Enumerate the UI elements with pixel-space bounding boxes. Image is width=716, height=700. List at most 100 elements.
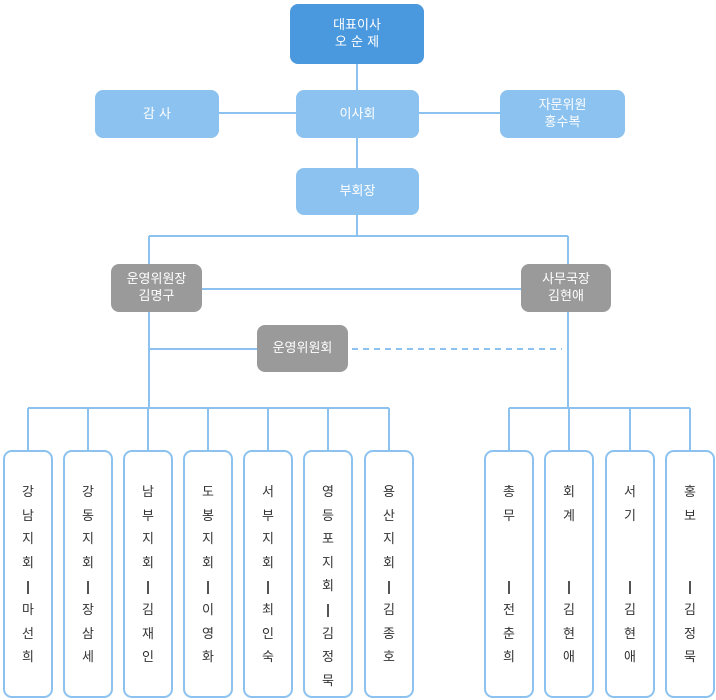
branch-unit-char: 회 [82,555,94,571]
branch-unit-char: 회 [383,555,395,571]
office-unit-char: 보 [684,508,696,524]
branch-name-char: 마 [22,602,34,618]
branch-divider [388,580,390,594]
branch-unit-char: 지 [82,532,94,548]
branch-unit-char: 지 [322,555,334,571]
branch-name-char: 화 [202,650,214,666]
ceo-title: 대표이사 [333,18,381,33]
secretary-general-box: 사무국장 김현애 [521,264,611,312]
branch-unit-char: 회 [262,555,274,571]
office-name-char: 김 [684,602,696,618]
office-name-char: 김 [563,602,575,618]
branch-name-char: 인 [262,626,274,642]
branch-unit-char: 회 [142,555,154,571]
secretary-general-title: 사무국장 [542,272,590,287]
branch-name-char: 희 [22,650,34,666]
branch-unit-char: 남 [142,485,154,500]
office-unit-char: 기 [624,508,636,524]
office-unit-char: 회 [563,485,575,500]
branch-name-char: 최 [262,602,274,618]
branch-unit-char: 도 [202,485,214,500]
ops-chair-box: 운영위원장 김명구 [111,264,202,312]
branch-unit-char: 봉 [202,508,214,524]
branch-name-char: 세 [82,650,94,666]
branch-divider [327,604,329,618]
office-name-char: 춘 [503,626,515,642]
branch-divider [267,580,269,594]
branch-unit-char: 포 [322,532,334,548]
branch-name-char: 재 [142,626,154,642]
branch-name-char: 선 [22,626,34,642]
office-unit-char: 홍 [684,485,696,500]
branch-unit-char: 강 [82,485,94,500]
office-divider [568,580,570,594]
branch-unit-char: 서 [262,485,274,500]
office-name-char: 현 [563,626,575,642]
office-name-char: 애 [563,650,575,666]
branch-unit-char: 지 [202,532,214,548]
branch-unit-char: 지 [262,532,274,548]
office-divider [508,580,510,594]
ceo-box: 대표이사 오 순 제 [290,4,424,64]
branch-name-char: 인 [142,650,154,666]
branch-unit-char: 등 [322,508,334,524]
board-box: 이사회 [296,90,419,138]
office-unit-char: 무 [503,508,515,524]
office-name-char: 김 [624,602,636,618]
auditor-label: 감 사 [142,106,172,122]
branch-name-char: 이 [202,602,214,618]
ops-committee-label: 운영위원회 [272,341,333,356]
branch-name-char: 장 [82,602,94,618]
office-unit-char: 총 [503,485,515,500]
office-name-char: 희 [503,650,515,666]
branch-divider [147,580,149,594]
auditor-box: 감 사 [95,90,219,138]
office-unit-char: 서 [624,485,636,500]
advisor-box: 자문위원 홍수복 [500,90,625,138]
advisor-name: 홍수복 [544,115,581,130]
office-name-char: 현 [624,626,636,642]
office-unit-char: 계 [563,508,575,524]
branch-name-char: 종 [383,626,395,642]
branch-unit-char: 지 [383,532,395,548]
office-name-char: 애 [624,650,636,666]
secretary-general-name: 김현애 [548,289,584,304]
branch-unit-char: 회 [22,555,34,571]
branch-name-char: 영 [202,626,214,642]
branch-name-char: 숙 [262,650,274,666]
office-name-char: 전 [503,602,515,618]
branch-name-char: 김 [383,602,395,618]
branch-unit-char: 부 [262,508,274,524]
branch-unit-char: 회 [202,555,214,571]
branch-unit-char: 용 [383,485,395,500]
branch-unit-char: 부 [142,508,154,524]
branch-name-char: 삼 [82,626,94,642]
branch-divider [207,580,209,594]
ops-chair-title: 운영위원장 [126,272,187,287]
branch-unit-char: 지 [142,532,154,548]
branch-name-char: 호 [383,650,395,666]
branch-unit-char: 동 [82,508,94,524]
vice-chair-label: 부회장 [339,184,376,199]
vice-chair-box: 부회장 [296,168,419,215]
branch-unit-char: 회 [322,579,334,595]
branch-unit-char: 산 [383,508,395,524]
branch-name-char: 묵 [322,673,334,689]
office-divider [629,580,631,594]
ceo-name: 오 순 제 [334,35,380,50]
office-name-char: 정 [684,626,696,642]
branch-name-char: 김 [142,602,154,618]
advisor-title: 자문위원 [538,98,587,113]
branch-name-char: 김 [322,626,334,642]
branch-unit-char: 지 [22,532,34,548]
branch-unit-char: 강 [22,485,34,500]
